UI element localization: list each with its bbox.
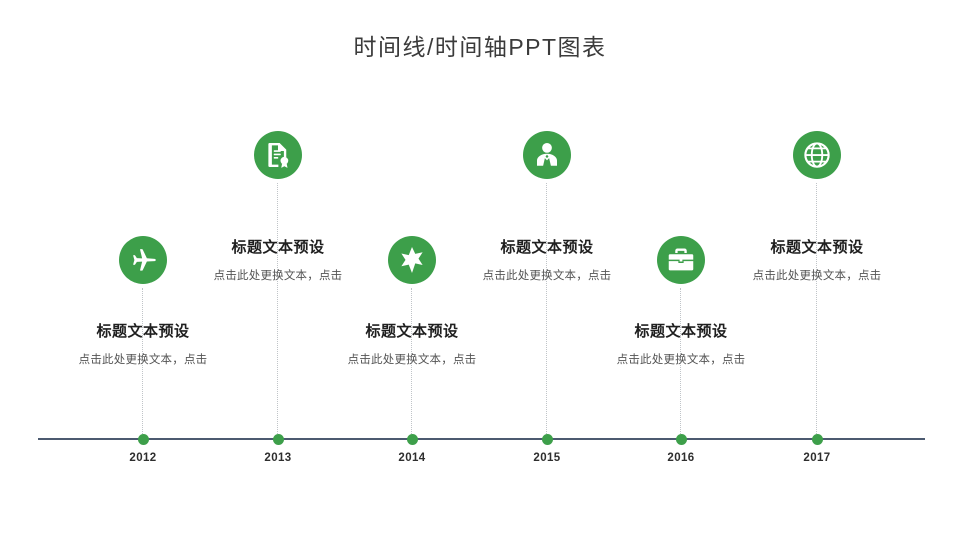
timeline-connector-line: [680, 288, 682, 438]
timeline-connector-line: [411, 288, 413, 438]
timeline-item-title: 标题文本预设: [96, 323, 190, 340]
timeline-item-title: 标题文本预设: [365, 323, 459, 340]
timeline-text-block: 标题文本预设点击此处更换文本，点击: [593, 322, 769, 370]
timeline-axis-dot-2012[interactable]: [137, 434, 149, 445]
timeline-text-block: 标题文本预设点击此处更换文本，点击: [459, 238, 635, 286]
star-icon: [397, 245, 427, 275]
airplane-icon: [128, 245, 158, 275]
timeline-item-title: 标题文本预设: [770, 239, 864, 256]
timeline-item-body: 点击此处更换文本，点击: [78, 354, 208, 366]
timeline-item-body: 点击此处更换文本，点击: [482, 270, 612, 282]
timeline-item-body: 点击此处更换文本，点击: [347, 354, 477, 366]
timeline-item-body: 点击此处更换文本，点击: [616, 354, 746, 366]
timeline-icon-bubble-2016[interactable]: [657, 236, 705, 284]
timeline-item-title: 标题文本预设: [634, 323, 728, 340]
timeline-year-label: 2016: [667, 452, 695, 464]
timeline-icon-bubble-2014[interactable]: [388, 236, 436, 284]
timeline-axis-dot-2016[interactable]: [675, 434, 687, 445]
timeline-year-label: 2015: [533, 452, 561, 464]
timeline-text-block: 标题文本预设点击此处更换文本，点击: [55, 322, 231, 370]
briefcase-icon: [666, 245, 696, 275]
timeline-year-label: 2014: [398, 452, 426, 464]
timeline-icon-bubble-2017[interactable]: [793, 131, 841, 179]
timeline-item-title: 标题文本预设: [500, 239, 594, 256]
timeline-year-label: 2017: [803, 452, 831, 464]
timeline-connector-line: [816, 183, 818, 438]
timeline-icon-bubble-2012[interactable]: [119, 236, 167, 284]
timeline-connector-line: [142, 288, 144, 438]
timeline-item-body: 点击此处更换文本，点击: [213, 270, 343, 282]
timeline-text-block: 标题文本预设点击此处更换文本，点击: [324, 322, 500, 370]
timeline-connector-line: [277, 183, 279, 438]
timeline-item-title: 标题文本预设: [231, 239, 325, 256]
timeline-axis: [38, 438, 925, 440]
timeline-text-block: 标题文本预设点击此处更换文本，点击: [190, 238, 366, 286]
timeline-axis-dot-2013[interactable]: [272, 434, 284, 445]
timeline-axis-dot-2014[interactable]: [406, 434, 418, 445]
timeline-icon-bubble-2015[interactable]: [523, 131, 571, 179]
businessman-icon: [532, 140, 562, 170]
page-title: 时间线/时间轴PPT图表: [353, 34, 607, 60]
globe-icon: [802, 140, 832, 170]
timeline-text-block: 标题文本预设点击此处更换文本，点击: [729, 238, 905, 286]
timeline-item-body: 点击此处更换文本，点击: [752, 270, 882, 282]
timeline-connector-line: [546, 183, 548, 438]
timeline-year-label: 2012: [129, 452, 157, 464]
timeline-axis-dot-2015[interactable]: [541, 434, 553, 445]
timeline-icon-bubble-2013[interactable]: [254, 131, 302, 179]
timeline-axis-dot-2017[interactable]: [811, 434, 823, 445]
certificate-document-icon: [263, 140, 293, 170]
timeline-year-label: 2013: [264, 452, 292, 464]
